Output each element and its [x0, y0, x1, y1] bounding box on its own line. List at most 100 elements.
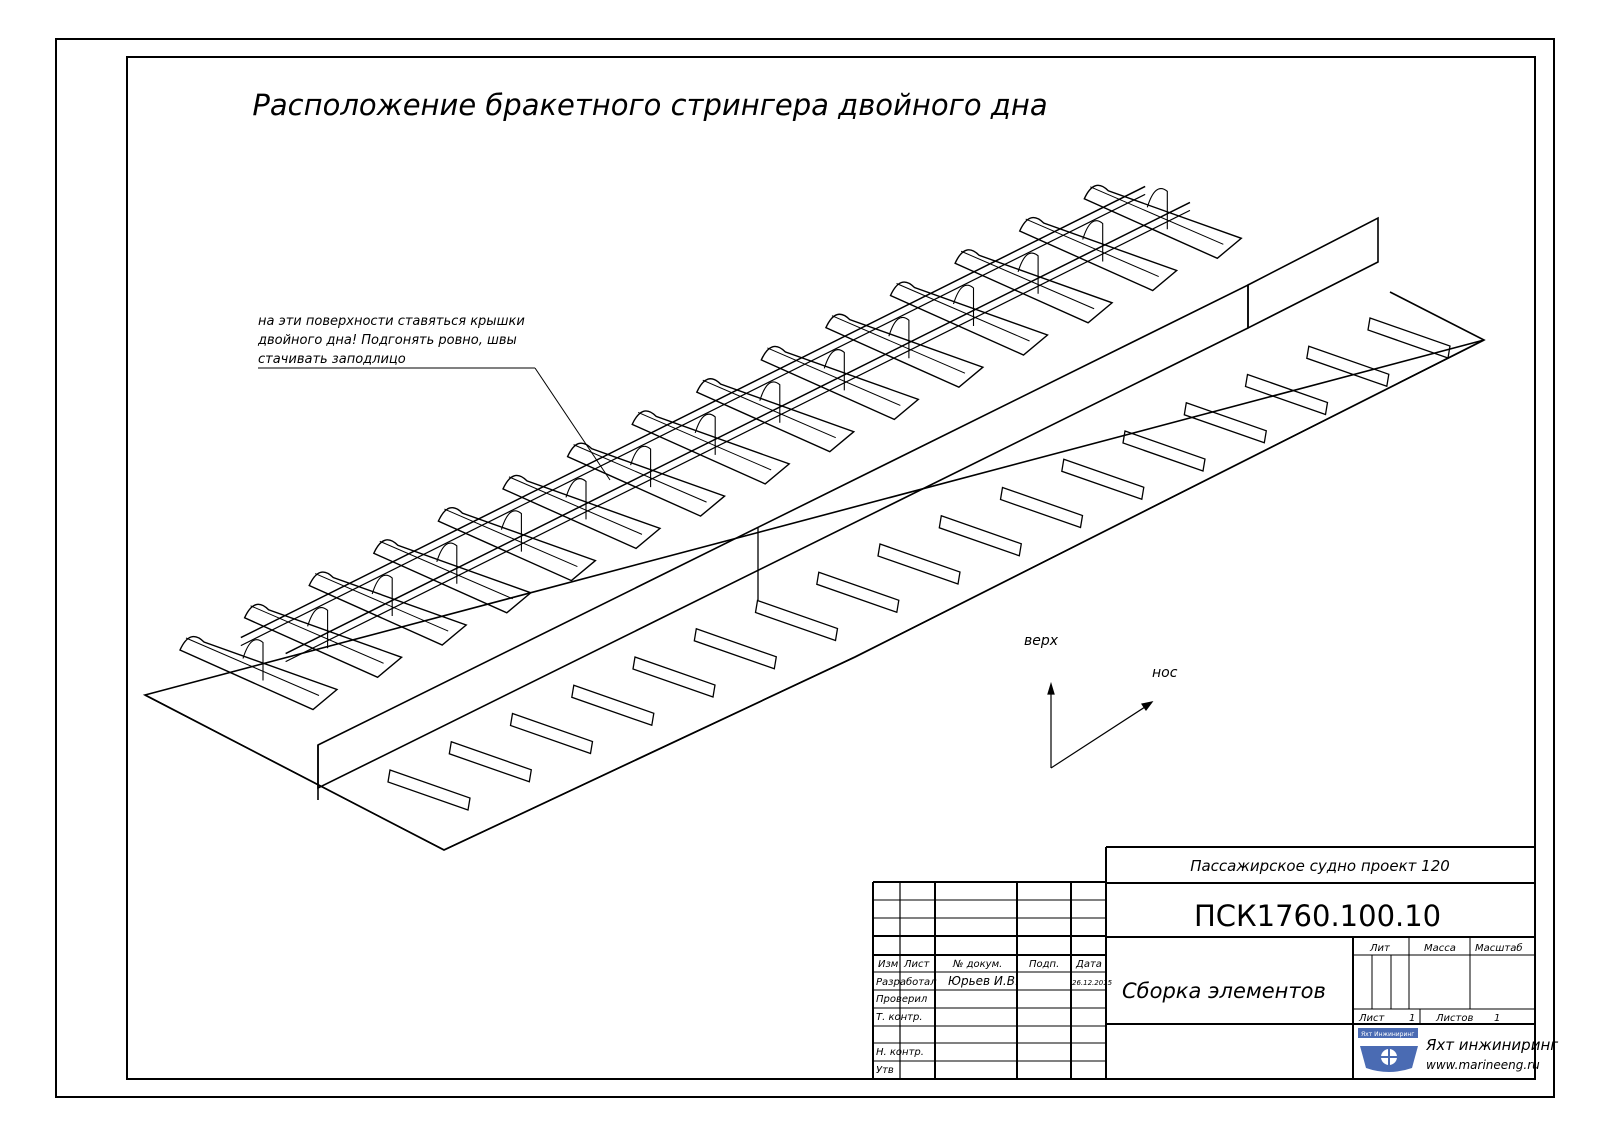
bracket-15 [1146, 188, 1168, 230]
col-izm: Изм [878, 959, 899, 970]
floor-6 [502, 474, 662, 550]
sheets-label: Листов [1435, 1013, 1473, 1024]
sheet-value: 1 [1409, 1013, 1415, 1024]
near-floor-1 [387, 769, 471, 811]
row-checked: Проверил [876, 994, 928, 1005]
longitudinal-1 [240, 185, 1146, 639]
row-tcontrol: Т. контр. [876, 1012, 923, 1023]
floor-15 [1083, 184, 1243, 260]
bracket-12 [952, 284, 975, 326]
near-floor-11 [999, 486, 1084, 529]
near-floor-13 [1122, 430, 1206, 472]
bracket-10 [823, 349, 845, 391]
developer-name: Юрьев И.В. [948, 974, 1019, 988]
sheet-label: Лист [1358, 1013, 1386, 1024]
floor-flange-6 [508, 476, 643, 535]
floor-flange-10 [767, 347, 901, 406]
floor-flange-1 [185, 637, 320, 696]
bracket-5 [500, 510, 522, 552]
floor-8 [631, 410, 791, 485]
axis-up-arrow [1047, 681, 1055, 695]
floor-1 [179, 635, 339, 711]
note-line-2: двойного дна! Подгонять ровно, швы [257, 333, 517, 348]
bottom-plate-edge [144, 291, 1486, 851]
floor-5 [437, 506, 597, 582]
floor-flange-14 [1025, 218, 1159, 277]
note-annotation: на эти поверхности ставяться крышки двой… [257, 314, 611, 481]
axis-bow-arrow [1141, 701, 1154, 712]
floor-12 [889, 281, 1049, 356]
col-date: Дата [1075, 959, 1102, 970]
floor-10 [760, 345, 920, 421]
bracket-1 [242, 639, 264, 681]
floor-flange-13 [960, 250, 1095, 310]
bracket-3 [371, 574, 393, 616]
near-floor-12 [1061, 458, 1145, 501]
floor-flange-3 [314, 573, 449, 632]
bracket-8 [694, 413, 716, 455]
near-floor-17 [1367, 317, 1451, 359]
bracket-9 [759, 381, 781, 423]
floor-9 [695, 378, 856, 453]
floor-flange-12 [896, 283, 1030, 342]
floor-flange-8 [637, 411, 772, 471]
center-girder-web [317, 283, 1249, 790]
col-sign: Подп. [1029, 959, 1059, 970]
document-code: ПСК1760.100.10 [1194, 899, 1441, 933]
project-name: Пассажирское судно проект 120 [1190, 857, 1450, 875]
company-website: www.marineeng.ru [1426, 1058, 1540, 1072]
floor-flange-9 [702, 379, 836, 439]
floor-2 [243, 603, 403, 679]
scale-header: Масштаб [1475, 942, 1523, 954]
bracket-13 [1017, 252, 1039, 294]
row-approved: Утв [876, 1065, 894, 1076]
note-line-1: на эти поверхности ставяться крышки [258, 314, 525, 329]
longitudinal-lower-1 [240, 193, 1146, 647]
inner-frame [126, 56, 1536, 1080]
near-floor-3 [509, 712, 594, 755]
title-block [872, 846, 1535, 1079]
floor-14 [1018, 216, 1179, 292]
row-developed: Разработал [876, 976, 937, 988]
near-floor-7 [754, 599, 839, 642]
floor-flange-11 [831, 315, 966, 374]
floor-7 [566, 442, 726, 517]
lit-header: Лит [1369, 943, 1391, 954]
near-floor-6 [693, 627, 778, 670]
floor-flange-5 [444, 508, 578, 568]
floor-11 [824, 313, 985, 389]
floor-3 [308, 571, 468, 646]
near-floor-2 [448, 740, 533, 783]
axis-bow-label: нос [1152, 665, 1178, 681]
floor-flange-4 [379, 540, 513, 600]
floor-4 [372, 539, 533, 614]
bracket-2 [307, 607, 329, 649]
floor-flange-7 [573, 444, 707, 503]
row-ncontrol: Н. контр. [876, 1047, 924, 1058]
near-floor-15 [1244, 373, 1329, 416]
near-floor-10 [938, 514, 1023, 557]
longitudinal-lower-2 [285, 209, 1191, 663]
assembly-name: Сборка элементов [1122, 979, 1326, 1003]
bracket-6 [565, 478, 587, 520]
drawing-title: Расположение бракетного стрингера двойно… [252, 88, 1047, 122]
mass-header: Масса [1424, 943, 1456, 954]
bracket-4 [436, 542, 458, 584]
near-floor-5 [632, 656, 716, 698]
axis-up-label: верх [1024, 633, 1059, 649]
floor-flange-2 [250, 605, 384, 664]
axis-bow-line [1050, 704, 1149, 769]
longitudinal-2 [285, 201, 1191, 655]
near-floor-16 [1306, 345, 1390, 388]
company-name: Яхт инжиниринг [1425, 1036, 1558, 1054]
outer-frame [55, 38, 1555, 1098]
company-logo: Яхт Инжиниринг [1358, 1028, 1418, 1072]
bracket-14 [1082, 220, 1104, 262]
developer-date: 26.12.2015 [1072, 979, 1113, 987]
center-girder-bow-segment [1247, 216, 1379, 330]
near-floor-9 [877, 543, 961, 585]
near-floor-4 [571, 684, 655, 727]
near-floor-8 [816, 571, 900, 614]
double-bottom-structure [142, 184, 1486, 851]
